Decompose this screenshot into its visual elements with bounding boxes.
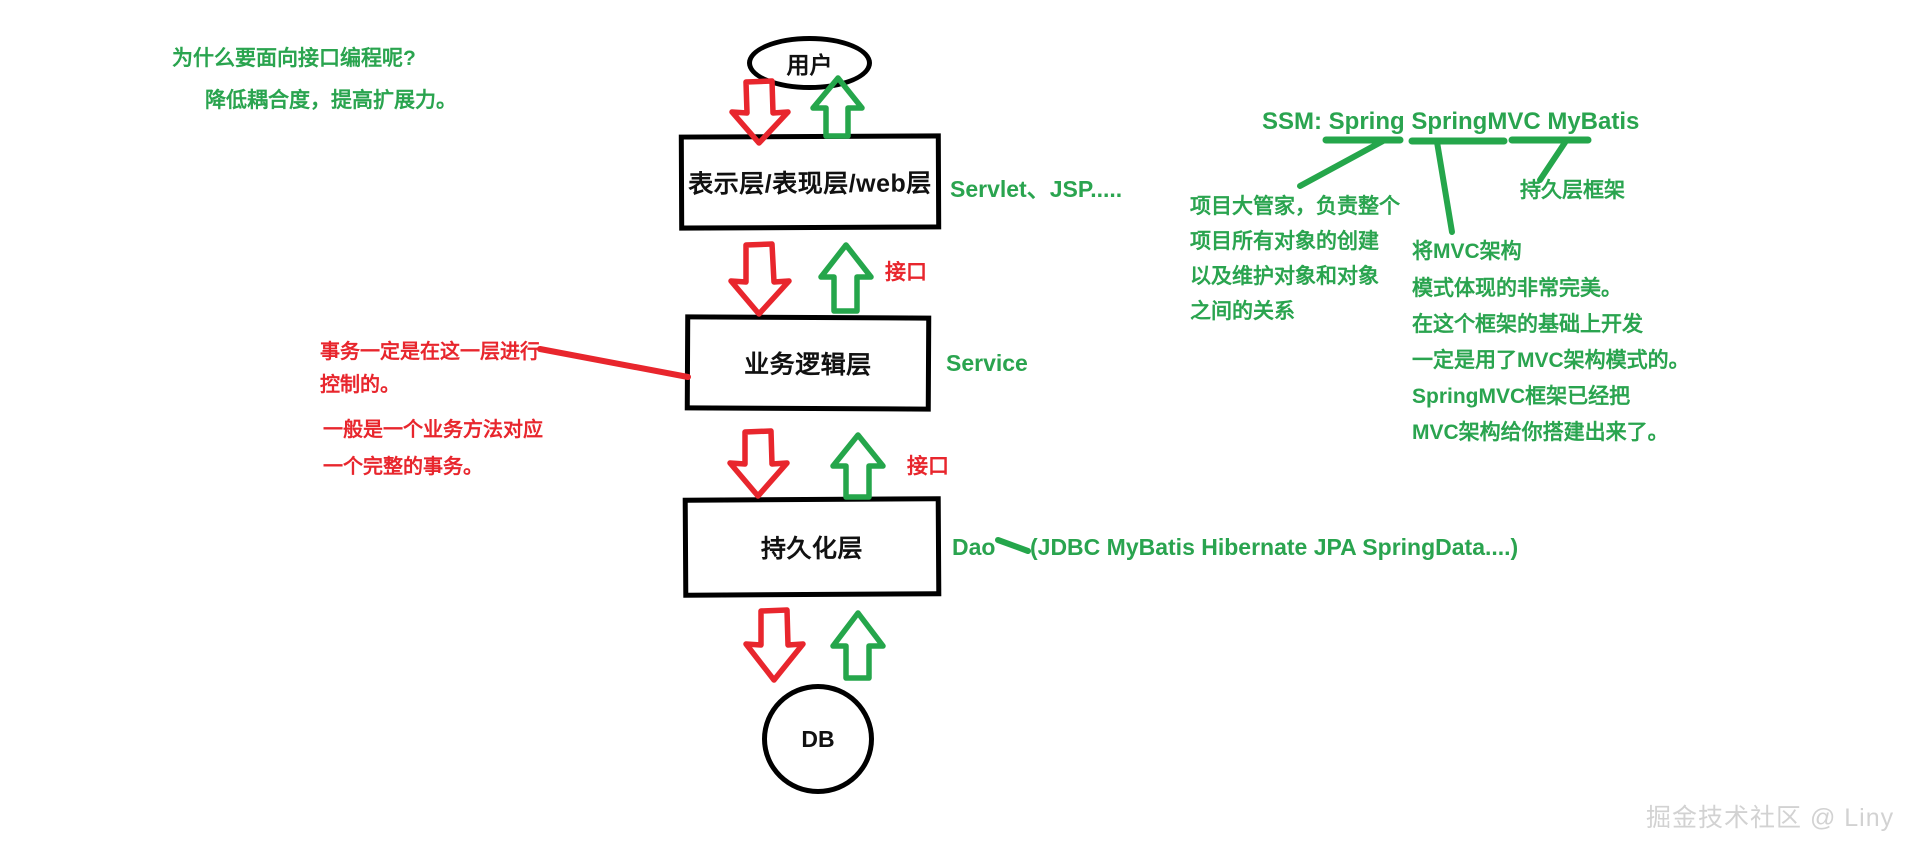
ssm-spring-desc-line1: 项目大管家，负责整个 bbox=[1190, 195, 1400, 218]
label-service-tech: Service bbox=[946, 350, 1028, 376]
intro-note-line1: 为什么要面向接口编程呢? bbox=[172, 47, 416, 70]
arrow-down-web-to-service bbox=[728, 241, 792, 317]
node-db: DB bbox=[762, 684, 874, 794]
arrow-up-service-to-web bbox=[818, 242, 874, 314]
node-web-layer: 表示层/表现层/web层 bbox=[678, 133, 942, 231]
ssm-spring-desc-line3: 以及维护对象和对象 bbox=[1190, 265, 1379, 288]
ssm-springmvc-desc-line3: 在这个框架的基础上开发 bbox=[1412, 313, 1643, 336]
red-note-tx-line1: 事务一定是在这一层进行 bbox=[320, 341, 540, 363]
red-note-tx-line2: 控制的。 bbox=[320, 374, 400, 396]
ssm-springmvc-desc-line2: 模式体现的非常完美。 bbox=[1412, 277, 1622, 300]
ssm-underline-spring bbox=[1297, 136, 1404, 189]
arrow-down-service-to-dao bbox=[727, 428, 790, 499]
ssm-springmvc-desc-line1: 将MVC架构 bbox=[1412, 240, 1522, 263]
node-user-label: 用户 bbox=[786, 52, 833, 78]
node-service-layer: 业务逻辑层 bbox=[684, 314, 932, 412]
intro-note-line2: 降低耦合度，提高扩展力。 bbox=[205, 89, 457, 112]
label-dao-tech: Dao bbox=[952, 534, 996, 560]
ssm-spring-desc-line4: 之间的关系 bbox=[1190, 300, 1295, 323]
ssm-mybatis-desc: 持久层框架 bbox=[1520, 179, 1625, 202]
node-service-layer-label: 业务逻辑层 bbox=[744, 350, 872, 380]
ssm-springmvc-desc-line5: SpringMVC框架已经把 bbox=[1412, 385, 1631, 408]
ssm-heading: SSM: Spring SpringMVC MyBatis bbox=[1262, 108, 1640, 135]
node-user: 用户 bbox=[747, 36, 872, 90]
watermark: 掘金技术社区 @ Liny bbox=[1646, 804, 1895, 832]
red-note-tx-line4: 一个完整的事务。 bbox=[323, 456, 483, 478]
arrow-down-dao-to-db bbox=[743, 607, 806, 683]
label-web-tech: Servlet、JSP..... bbox=[950, 176, 1123, 202]
node-dao-layer-label: 持久化层 bbox=[760, 534, 864, 564]
arrow-up-db-to-dao bbox=[830, 610, 886, 681]
leader-line-tx-to-service bbox=[537, 346, 691, 380]
arrow-up-dao-to-service bbox=[830, 432, 886, 500]
ssm-underline-springmvc bbox=[1408, 137, 1508, 235]
ssm-springmvc-desc-line6: MVC架构给你搭建出来了。 bbox=[1412, 421, 1669, 444]
label-interface-web-service: 接口 bbox=[885, 261, 927, 284]
label-interface-service-dao: 接口 bbox=[907, 455, 949, 478]
leader-line-dao-detail bbox=[995, 537, 1031, 554]
label-dao-tech-detail: (JDBC MyBatis Hibernate JPA SpringData..… bbox=[1030, 534, 1519, 560]
node-web-layer-label: 表示层/表现层/web层 bbox=[688, 169, 932, 199]
node-db-label: DB bbox=[801, 725, 835, 752]
ssm-springmvc-desc-line4: 一定是用了MVC架构模式的。 bbox=[1412, 349, 1690, 372]
ssm-spring-desc-line2: 项目所有对象的创建 bbox=[1190, 230, 1379, 253]
red-note-tx-line3: 一般是一个业务方法对应 bbox=[323, 419, 543, 441]
node-dao-layer: 持久化层 bbox=[682, 496, 942, 598]
